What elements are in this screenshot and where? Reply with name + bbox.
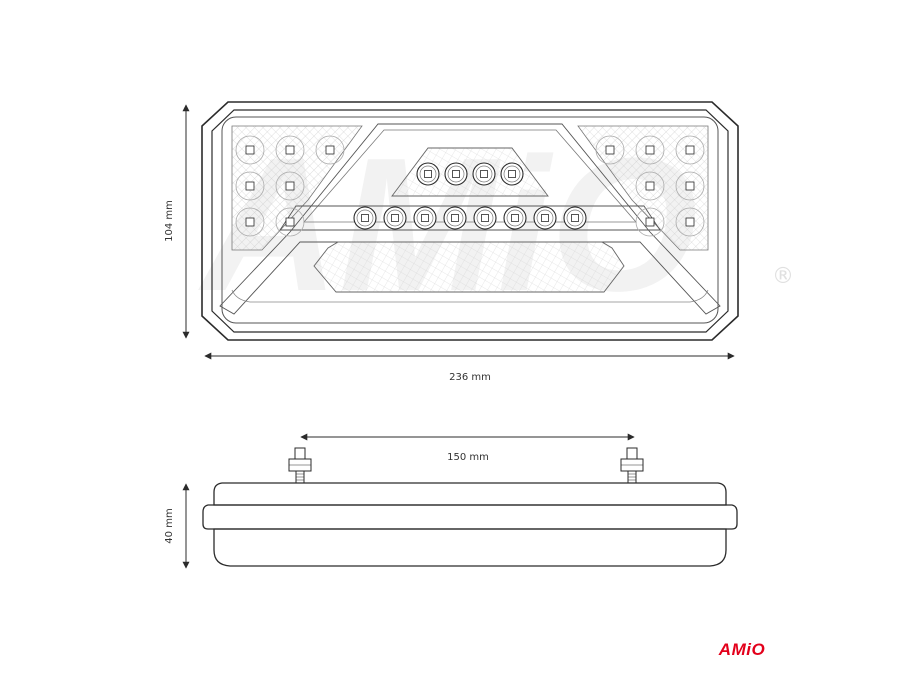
side-led [675, 171, 705, 201]
right-mounting-stud [620, 447, 644, 484]
middle-led [473, 206, 497, 230]
height-label: 104 mm [164, 200, 175, 242]
lens-frame [221, 116, 719, 324]
front-view [201, 101, 739, 341]
middle-led [383, 206, 407, 230]
side-led [275, 171, 305, 201]
side-lens [213, 528, 727, 567]
logo-text: AMiO [718, 640, 765, 659]
side-led-array [235, 135, 705, 237]
top-led-row [416, 162, 524, 186]
middle-led [443, 206, 467, 230]
middle-led [353, 206, 377, 230]
mount-spacing-dimension: 150 mm [300, 433, 635, 463]
depth-label: 40 mm [164, 508, 175, 543]
side-led [235, 207, 265, 237]
side-led [675, 207, 705, 237]
brand-logo: AMiO [718, 640, 765, 659]
side-led [235, 171, 265, 201]
middle-led-row [353, 206, 587, 230]
height-dimension: 104 mm [164, 104, 190, 339]
side-body-top [213, 482, 727, 506]
top-led [416, 162, 440, 186]
side-led [275, 135, 305, 165]
left-mounting-stud [288, 447, 312, 484]
middle-led [503, 206, 527, 230]
side-led [675, 135, 705, 165]
side-led [635, 135, 665, 165]
right-led-cluster [577, 125, 709, 251]
side-led [595, 135, 625, 165]
middle-led-bar [279, 205, 661, 231]
inner-housing [211, 109, 729, 333]
middle-led [533, 206, 557, 230]
side-led [275, 207, 305, 237]
mount-spacing-label: 150 mm [447, 452, 489, 463]
middle-led [413, 206, 437, 230]
side-led [635, 207, 665, 237]
side-led [235, 135, 265, 165]
side-flange [202, 504, 738, 530]
bottom-sweep [231, 289, 709, 303]
side-led [315, 135, 345, 165]
side-view [202, 447, 738, 567]
width-dimension: 236 mm [204, 352, 735, 383]
top-led [500, 162, 524, 186]
top-led [444, 162, 468, 186]
center-chevron-frame [219, 123, 721, 315]
outer-housing [201, 101, 739, 341]
side-led [635, 171, 665, 201]
depth-dimension: 40 mm [164, 483, 190, 569]
middle-led [563, 206, 587, 230]
registered-mark: ® [772, 264, 794, 289]
top-led [472, 162, 496, 186]
left-led-cluster [231, 125, 363, 251]
width-label: 236 mm [449, 372, 491, 383]
lower-reflector [313, 241, 625, 293]
